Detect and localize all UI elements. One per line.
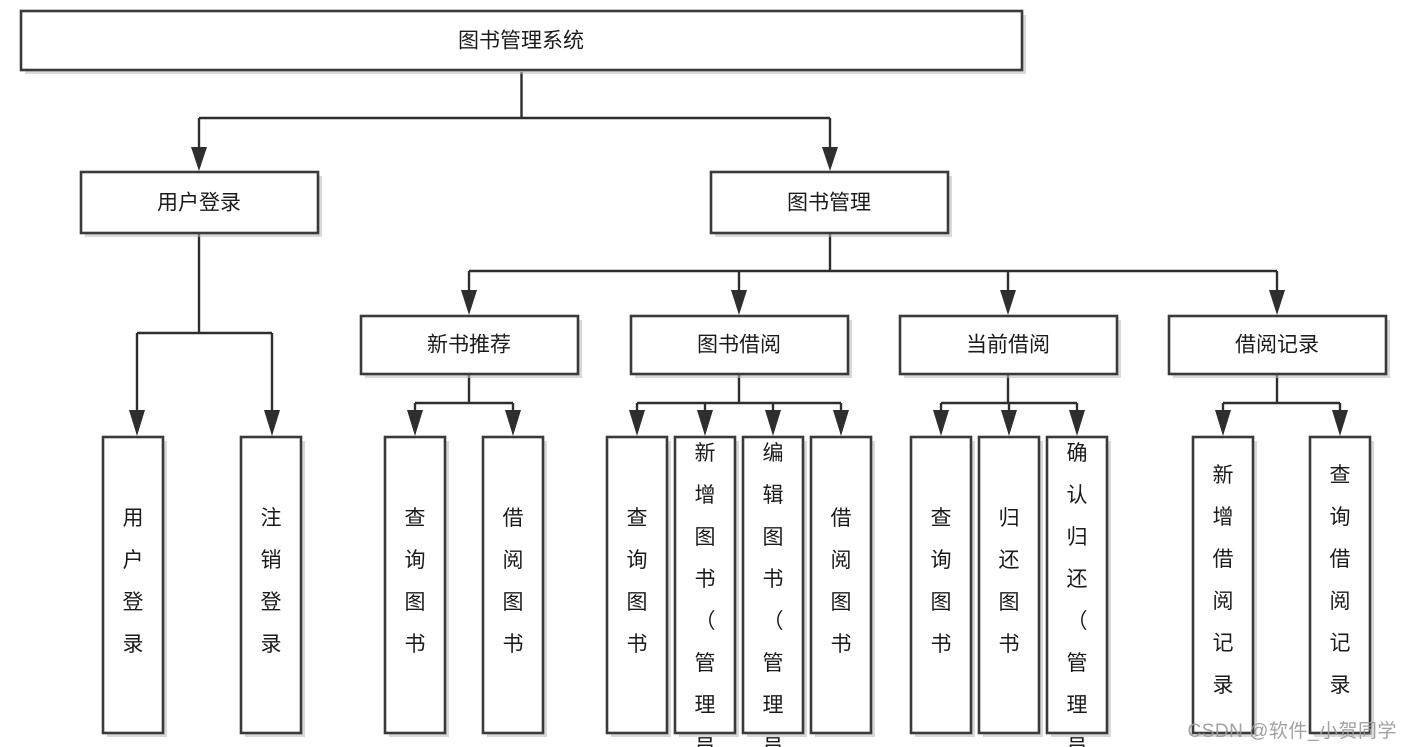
leaf-edit-book[interactable]: 编辑图书（管理员） xyxy=(741,435,807,747)
arrow-to-borrow-record xyxy=(1269,290,1285,315)
leaf-logout-box[interactable] xyxy=(239,435,303,735)
leaf-return-book[interactable]: 归还图书 xyxy=(977,435,1043,737)
leaf-query-record-label: 查询借阅记录 xyxy=(1330,464,1351,697)
arrow-to-leaf-confirm-return xyxy=(1069,410,1085,436)
arrow-to-leaf-borrow-book-2 xyxy=(833,410,849,436)
node-user-login[interactable]: 用户登录 xyxy=(79,170,322,237)
root-box[interactable] xyxy=(19,9,1024,72)
arrow-to-leaf-return-book xyxy=(1001,410,1017,436)
user-login-box[interactable] xyxy=(79,170,320,235)
new-book-box[interactable] xyxy=(359,314,580,376)
node-root[interactable]: 图书管理系统 xyxy=(19,9,1026,74)
leaf-confirm-return-label: 确认归还（管理员） xyxy=(1067,442,1088,747)
leaf-query-book-2-label: 查询图书 xyxy=(627,507,648,656)
book-management-label: 图书管理 xyxy=(787,192,871,215)
node-book-borrow[interactable]: 图书借阅 xyxy=(629,314,852,378)
arrow-to-leaf-query-book-1 xyxy=(407,410,423,436)
leaf-add-book-box[interactable] xyxy=(673,435,737,735)
leaf-add-book[interactable]: 新增图书（管理员） xyxy=(673,435,739,747)
arrow-to-new-book xyxy=(461,290,477,315)
current-borrow-label: 当前借阅 xyxy=(966,334,1050,357)
leaf-query-book-1-box[interactable] xyxy=(383,435,447,735)
leaf-add-record-label: 新增借阅记录 xyxy=(1213,464,1234,697)
leaf-query-book-2-box[interactable] xyxy=(605,435,669,735)
leaf-confirm-return-box[interactable] xyxy=(1045,435,1109,735)
arrow-to-leaf-query-record xyxy=(1332,410,1348,436)
arrow-to-user-login xyxy=(191,147,207,171)
leaf-logout[interactable]: 注销登录 xyxy=(239,435,305,737)
arrow-to-current-borrow xyxy=(1000,290,1016,315)
leaf-return-book-box[interactable] xyxy=(977,435,1041,735)
arrow-to-book-borrow xyxy=(731,290,747,315)
leaf-query-book-newbook[interactable]: 查询图书 xyxy=(383,435,449,737)
arrow-to-leaf-query-book-2 xyxy=(629,410,645,436)
leaf-query-book-3-label: 查询图书 xyxy=(931,507,952,656)
leaf-borrow-book-newbook[interactable]: 借阅图书 xyxy=(481,435,547,737)
leaf-query-book-borrow[interactable]: 查询图书 xyxy=(605,435,671,737)
leaf-edit-book-box[interactable] xyxy=(741,435,805,735)
user-login-label: 用户登录 xyxy=(157,192,241,215)
root-label: 图书管理系统 xyxy=(458,30,584,53)
book-borrow-label: 图书借阅 xyxy=(697,334,781,357)
leaf-add-record[interactable]: 新增借阅记录 xyxy=(1191,435,1257,737)
leaf-borrow-book-1-label: 借阅图书 xyxy=(503,507,524,656)
leaf-query-book-3-box[interactable] xyxy=(909,435,973,735)
leaf-add-book-label: 新增图书（管理员） xyxy=(695,442,716,747)
leaf-query-book-current[interactable]: 查询图书 xyxy=(909,435,975,737)
leaf-user-login[interactable]: 用户登录 xyxy=(101,435,167,737)
arrow-to-leaf-user-login xyxy=(129,410,145,436)
leaf-borrow-book-1-box[interactable] xyxy=(481,435,545,735)
leaf-borrow-book-borrow[interactable]: 借阅图书 xyxy=(809,435,875,737)
arrow-to-leaf-add-record xyxy=(1215,410,1231,436)
leaf-borrow-book-2-label: 借阅图书 xyxy=(831,507,852,656)
leaf-edit-book-label: 编辑图书（管理员） xyxy=(763,442,784,747)
arrow-to-leaf-add-book xyxy=(697,410,713,436)
leaf-confirm-return[interactable]: 确认归还（管理员） xyxy=(1045,435,1111,747)
leaf-query-book-1-label: 查询图书 xyxy=(405,507,426,656)
current-borrow-box[interactable] xyxy=(898,314,1119,376)
borrow-record-box[interactable] xyxy=(1167,314,1388,376)
node-borrow-record[interactable]: 借阅记录 xyxy=(1167,314,1390,378)
new-book-label: 新书推荐 xyxy=(427,334,511,357)
arrow-to-leaf-logout xyxy=(264,410,280,436)
leaf-query-record-box[interactable] xyxy=(1308,435,1372,735)
watermark-text: CSDN @软件_小贺同学 xyxy=(1187,721,1397,742)
node-current-borrow[interactable]: 当前借阅 xyxy=(898,314,1121,378)
book-borrow-box[interactable] xyxy=(629,314,850,376)
arrow-to-leaf-query-book-3 xyxy=(933,410,949,436)
leaf-user-login-label: 用户登录 xyxy=(123,507,144,656)
leaf-borrow-book-2-box[interactable] xyxy=(809,435,873,735)
leaf-query-record[interactable]: 查询借阅记录 xyxy=(1308,435,1374,737)
borrow-record-label: 借阅记录 xyxy=(1235,334,1319,357)
arrow-to-book-management xyxy=(822,147,838,171)
leaf-return-book-label: 归还图书 xyxy=(999,507,1020,656)
node-new-book-recommend[interactable]: 新书推荐 xyxy=(359,314,582,378)
connector-layer xyxy=(129,72,1348,436)
leaf-logout-label: 注销登录 xyxy=(261,507,282,656)
arrow-to-leaf-borrow-book-1 xyxy=(505,410,521,436)
leaf-user-login-box[interactable] xyxy=(101,435,165,735)
book-management-box[interactable] xyxy=(709,170,950,235)
node-book-management[interactable]: 图书管理 xyxy=(709,170,952,237)
leaf-add-record-box[interactable] xyxy=(1191,435,1255,735)
arrow-to-leaf-edit-book xyxy=(765,410,781,436)
